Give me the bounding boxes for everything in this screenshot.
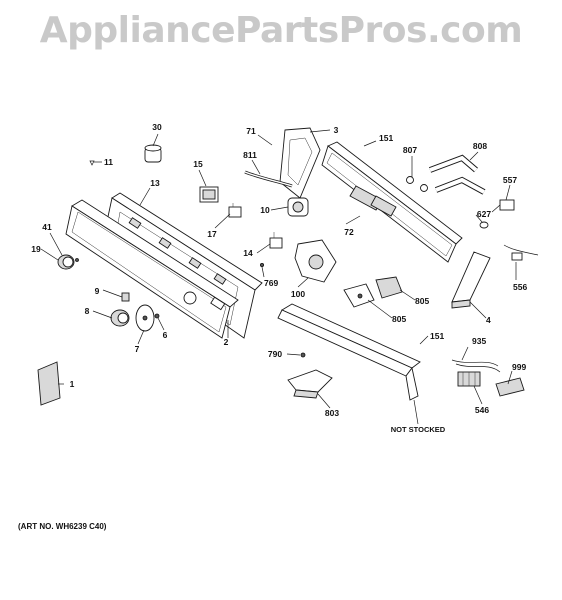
backsplash-panel-72	[321, 141, 463, 263]
callout-71: 71	[246, 126, 256, 136]
callout-17: 17	[207, 229, 217, 239]
hoses-808	[428, 154, 486, 195]
callout-4: 4	[486, 315, 491, 325]
art-number-label: (ART NO. WH6239 C40)	[18, 522, 107, 531]
callout-627: 627	[477, 209, 491, 219]
component-805-a	[375, 276, 403, 299]
callout-10: 10	[260, 205, 270, 215]
callout-labels: 30 71 3 151 11 811 807 808 15 557 13 10 …	[31, 122, 527, 434]
callout-1: 1	[70, 379, 75, 389]
connector-546	[457, 371, 481, 387]
callout-790: 790	[268, 349, 282, 359]
callout-811: 811	[243, 150, 257, 160]
callout-557: 557	[503, 175, 517, 185]
component-805-b	[343, 283, 375, 308]
knob-8	[110, 309, 130, 327]
callout-935: 935	[472, 336, 486, 346]
valve-557	[491, 199, 515, 213]
part-803	[287, 369, 333, 399]
callout-556: 556	[513, 282, 527, 292]
screw-11	[89, 160, 95, 166]
part-6	[154, 313, 160, 319]
knob-19	[57, 254, 79, 270]
callout-151-top: 151	[379, 133, 393, 143]
callout-769: 769	[264, 278, 278, 288]
callout-13: 13	[150, 178, 160, 188]
harness-935	[451, 359, 501, 373]
cable-999	[495, 377, 525, 397]
bracket-4	[451, 251, 491, 309]
clip-9	[121, 292, 130, 302]
callout-807: 807	[403, 145, 417, 155]
callout-7: 7	[135, 344, 140, 354]
dial-7	[135, 304, 155, 332]
callout-2: 2	[224, 337, 229, 347]
callout-805-lower: 805	[392, 314, 406, 324]
callout-8: 8	[85, 306, 90, 316]
part-30-cap	[144, 144, 162, 163]
callout-805-upper: 805	[415, 296, 429, 306]
leader-lines	[40, 129, 517, 425]
callout-72: 72	[344, 227, 354, 237]
switch-15	[199, 186, 219, 203]
callout-6: 6	[163, 330, 168, 340]
cap-627	[479, 221, 489, 229]
callout-11: 11	[104, 157, 113, 167]
grommets-807	[406, 176, 428, 192]
callout-9: 9	[95, 286, 100, 296]
callout-999: 999	[512, 362, 526, 372]
bracket-3	[279, 127, 321, 199]
screw-769	[259, 262, 264, 267]
screw-790	[300, 352, 306, 358]
callout-30: 30	[152, 122, 162, 132]
callout-not-stocked: NOT STOCKED	[391, 425, 446, 434]
callout-14: 14	[243, 248, 253, 258]
wire-556	[503, 244, 539, 261]
pressure-switch-10	[287, 197, 309, 217]
watermark-text: AppliancePartsPros.com	[39, 10, 523, 51]
lower-bracket	[277, 303, 421, 401]
callout-151-lower: 151	[430, 331, 444, 341]
callout-3: 3	[334, 125, 339, 135]
callout-41: 41	[42, 222, 52, 232]
callout-546: 546	[475, 405, 489, 415]
control-panel-front	[65, 199, 239, 339]
literature-1	[37, 361, 61, 406]
callout-808: 808	[473, 141, 487, 151]
callout-15: 15	[193, 159, 203, 169]
motor-100	[294, 239, 337, 283]
switch-17	[228, 203, 242, 218]
callout-19: 19	[31, 244, 41, 254]
callout-803: 803	[325, 408, 339, 418]
callout-100: 100	[291, 289, 305, 299]
part-14	[269, 232, 283, 249]
